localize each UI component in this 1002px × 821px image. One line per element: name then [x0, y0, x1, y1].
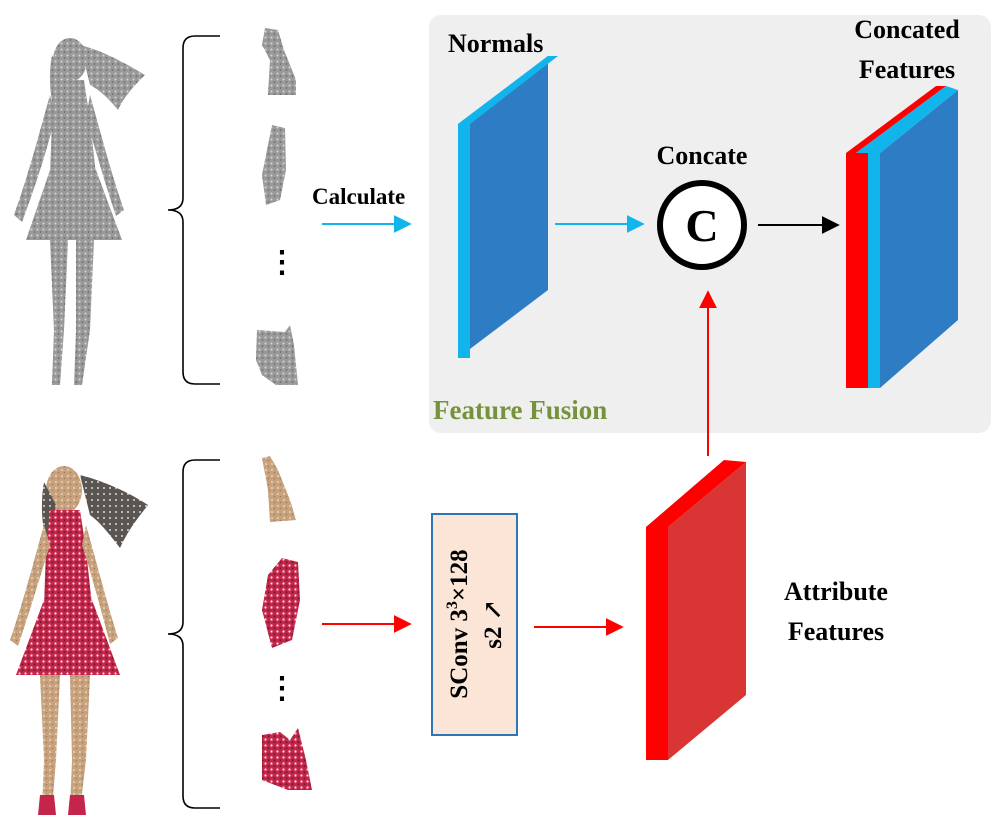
- attribute-label-line1: Attribute: [784, 577, 888, 606]
- attribute-label-line2: Features: [788, 617, 884, 646]
- calculate-label: Calculate: [312, 184, 405, 209]
- attribute-features-slab: [646, 460, 746, 760]
- patch-colored-1: [262, 456, 296, 522]
- concated-label-line1: Concated: [854, 15, 960, 44]
- sconv-text-group: SConv 33×128 s2 ↗: [444, 549, 507, 698]
- patch-colored-3: [262, 728, 312, 790]
- normals-label: Normals: [448, 29, 543, 58]
- concate-label: Concate: [657, 141, 748, 170]
- pointcloud-figure-colored: [10, 466, 148, 815]
- vertical-dots-bottom: ⋮: [267, 672, 297, 705]
- patch-colored-2: [262, 558, 300, 648]
- pointcloud-figure-gray: [14, 38, 145, 385]
- sconv-label-line2: s2 ↗: [480, 599, 507, 648]
- concat-circle: [657, 180, 747, 270]
- concated-label-line2: Features: [859, 55, 955, 84]
- concated-features-slab: [846, 86, 958, 388]
- patch-gray-1: [262, 28, 296, 95]
- patches-colored: [262, 456, 312, 790]
- normals-slab: [458, 56, 558, 358]
- feature-fusion-label: Feature Fusion: [433, 395, 607, 425]
- brace-top: [167, 35, 220, 385]
- vertical-dots-top: ⋮: [267, 246, 297, 279]
- brace-bottom: [167, 459, 220, 809]
- sconv-block: [431, 513, 518, 736]
- concat-symbol: C: [685, 200, 718, 251]
- patch-gray-3: [256, 325, 298, 385]
- sconv-label-line1: SConv 33×128: [444, 549, 473, 698]
- patches-gray: [256, 28, 298, 385]
- patch-gray-2: [262, 125, 286, 205]
